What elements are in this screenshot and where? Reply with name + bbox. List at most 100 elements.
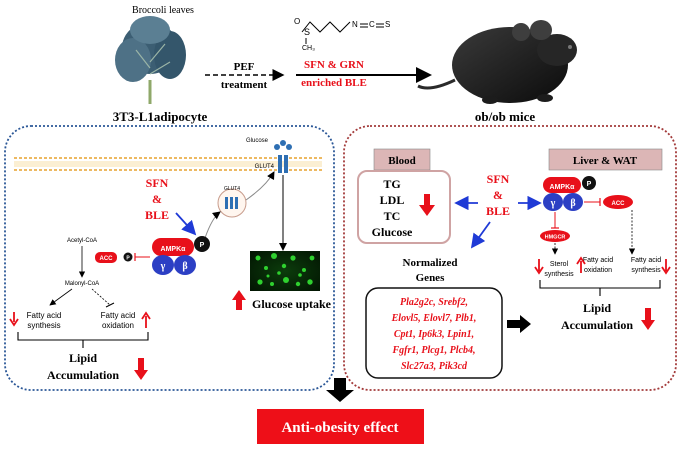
liver-wat-header-label: Liver & WAT [573,155,638,167]
vesicle-to-membrane-arrow [245,171,275,201]
left-acc-p-circle [123,252,133,262]
right-accumulation-label: Accumulation [561,318,633,332]
svg-text:CH₃: CH₃ [302,45,315,52]
genes-box [365,287,503,379]
genes-label: Genes [416,272,445,284]
fluorescent-cells [255,253,315,287]
malonyl-inhibits-oxidation [91,288,111,306]
left-sfn-label: SFN [146,176,169,190]
cell-membrane [14,157,322,171]
glucose-uptake-microscopy [250,251,320,291]
malonyl-inhibits-oxidation-bar [105,302,115,308]
right-acc-label: ACC [612,201,626,207]
genes-to-lipid-arrow [507,315,531,333]
sfn-grn-label: SFN & GRN [304,59,364,71]
svg-text:N: N [352,20,358,29]
glut4-vesicle-label: GLUT4 [224,186,240,192]
left-ble-label: BLE [145,208,169,222]
right-bracket [539,280,661,296]
hmgcr-oval [540,230,570,242]
treatment-label: treatment [221,79,268,91]
right-amp-label: & [493,188,503,202]
enriched-ble-label: enriched BLE [301,77,367,89]
adipocyte-panel [4,125,335,391]
left-lipid-down-arrow [134,358,148,380]
gene-line-4: Fgfr1, Plcg1, Plcb4, [391,345,475,356]
left-lipid-label: Lipid [69,351,97,365]
ampk-to-vesicle-arrow [204,211,221,239]
right-lipid-label: Lipid [583,301,611,315]
acetyl-coa-label: Acetyl-CoA [67,238,97,244]
broccoli-label: Broccoli leaves [132,5,194,16]
right-synthesis-down-arrow [661,259,671,275]
right-lipid-down-arrow [641,308,655,330]
right-fa-syn-1: Fatty acid [631,257,661,264]
broccoli-leaves-image [115,16,186,104]
left-ampk-label: AMPKα [161,246,187,253]
left-fa-oxidation-1: Fatty acid [101,311,136,320]
malonyl-to-synthesis-arrow [49,288,73,306]
gene-line-1: Pla2g2c, Srebf2, [400,297,468,308]
svg-text:O: O [294,17,300,26]
ob-ob-mouse-image [417,20,577,104]
right-fa-ox-1: Fatty acid [583,257,613,264]
sterol-down-arrow [534,259,544,275]
pef-label: PEF [234,61,255,73]
cell-title: 3T3-L1adipocyte [113,109,208,124]
blood-glucose: Glucose [372,225,413,239]
sfn-molecule-structure: O S CH₃ N C S [294,17,390,52]
left-oxidation-up-arrow [141,311,151,328]
left-ampk-p-label: P [200,242,205,249]
gene-line-2: Elovl5, Elovl7, Plb1, [391,313,477,324]
right-fa-ox-2: oxidation [584,267,612,274]
blood-ldl: LDL [380,193,405,207]
glucose-uptake-up-arrow [232,290,246,310]
left-fa-synthesis-2: synthesis [27,321,60,330]
ble-to-genes-arrow [470,221,491,249]
blood-tg: TG [383,177,400,191]
right-fa-syn-2: synthesis [631,267,661,274]
sterol-synthesis-1: Sterol [550,261,569,268]
glut4-vesicle [217,188,247,218]
glucose-uptake-label: Glucose uptake [252,297,332,311]
mouse-panel [343,125,677,391]
blood-values-box [357,170,451,244]
right-oxidation-up-arrow [576,256,586,273]
glut4-membrane-label: GLUT4 [255,164,275,170]
right-acc-oval [603,195,633,209]
liver-wat-header [548,148,663,171]
svg-text:S: S [304,27,310,37]
normalized-label: Normalized [403,257,458,269]
left-bracket [17,332,149,348]
left-acc-box [95,252,117,263]
left-acc-label: ACC [100,256,114,262]
left-gamma-label: γ [160,261,166,272]
anti-obesity-box [257,409,424,444]
left-beta-label: β [182,261,187,272]
svg-text:C: C [369,20,375,29]
left-amp-label: & [152,192,162,206]
right-sfn-label: SFN [487,172,510,186]
left-synthesis-down-arrow [9,312,19,327]
hmgcr-label: HMGCR [545,235,566,241]
left-acc-p-label: P [126,256,130,262]
mouse-title: ob/ob mice [475,109,536,124]
anti-obesity-label: Anti-obesity effect [281,420,398,436]
right-beta-label: β [570,198,575,209]
gene-line-3: Cpt1, Ip6k3, Lpin1, [394,329,474,340]
panels-to-effect-arrow [326,378,354,402]
blood-header-label: Blood [388,155,416,167]
left-fa-oxidation-2: oxidation [102,321,134,330]
glucose-label: Glucose [246,138,269,144]
right-ampk-complex [543,176,596,211]
glut4-transporter [274,140,292,173]
left-ble-to-ampk-arrow [175,212,197,236]
sterol-synthesis-2: synthesis [544,271,574,278]
gene-line-5: Slc27a3, Pik3cd [401,361,468,372]
left-fa-synthesis-1: Fatty acid [27,311,62,320]
right-ampk-p-label: P [587,181,592,188]
blood-down-arrow [419,194,435,216]
malonyl-coa-label: Malonyl-CoA [65,281,99,287]
